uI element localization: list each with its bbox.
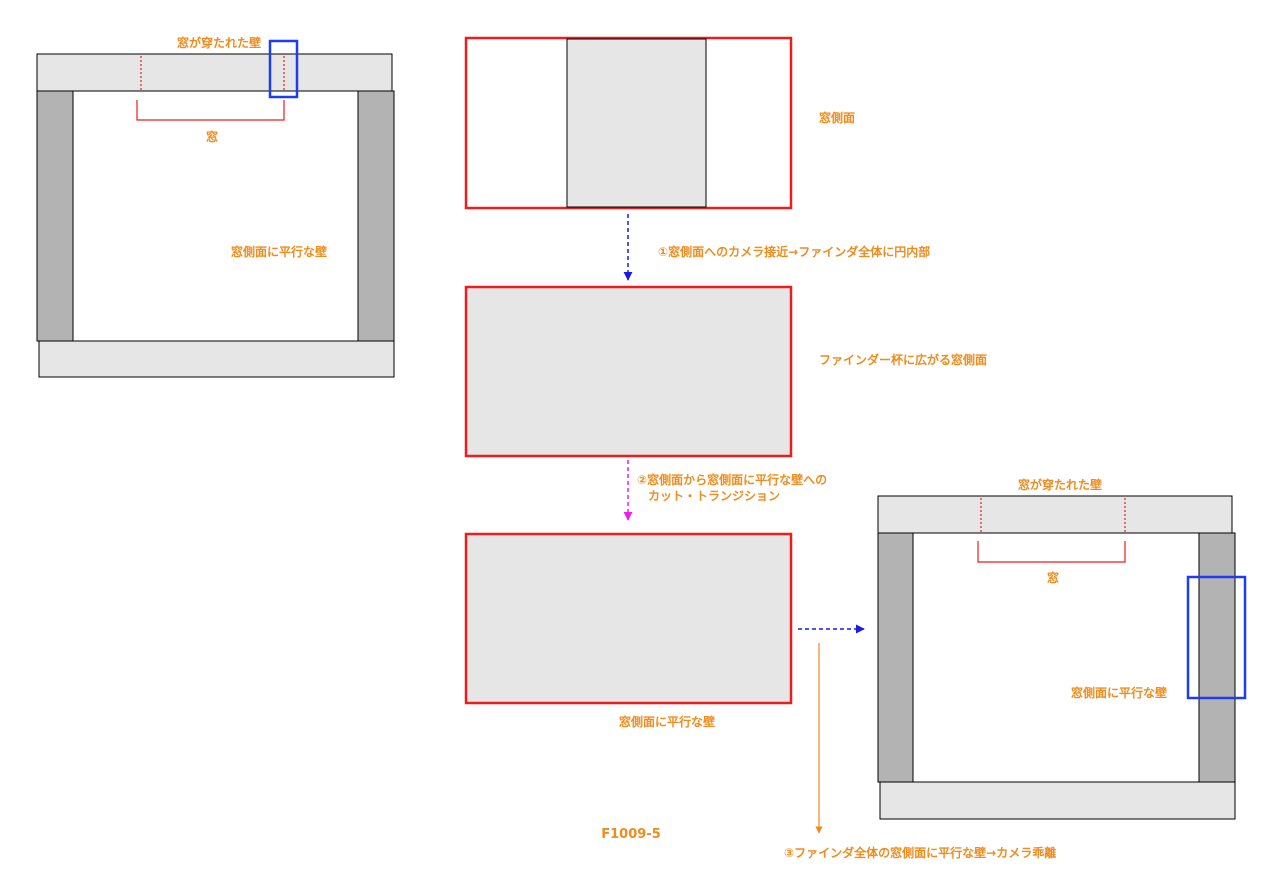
- right-wall: [357, 90, 395, 342]
- label-window: 窓: [206, 129, 218, 144]
- window-bracket: [136, 100, 285, 121]
- label-step-1: ①窓側面へのカメラ接近→ファインダ全体に円内部: [658, 244, 930, 259]
- label-parallel-wall: 窓側面に平行な壁: [231, 244, 327, 259]
- left-wall: [36, 90, 74, 342]
- label-pierced-wall: 窓が穿たれた壁: [177, 35, 261, 50]
- room-diagram-right: 窓が穿たれた壁 窓 窓側面に平行な壁: [877, 477, 1247, 820]
- frame-2-border: [464, 285, 793, 458]
- right-wall: [1198, 532, 1236, 783]
- frame-3-border: [464, 532, 793, 705]
- floor-area: [877, 532, 1236, 783]
- bottom-wall: [879, 781, 1236, 820]
- label-frame-3-parallel-wall: 窓側面に平行な壁: [619, 714, 715, 729]
- frame-parallel-wall: 窓側面に平行な壁: [464, 532, 793, 729]
- top-wall: [877, 495, 1233, 534]
- camera-focus-box: [268, 39, 299, 99]
- frame-finder-full: ファインダー杯に広がる窓側面: [464, 285, 987, 458]
- label-pierced-wall: 窓が穿たれた壁: [1018, 477, 1102, 492]
- camera-focus-box: [1186, 575, 1247, 700]
- figure-code: F1009-5: [601, 827, 661, 842]
- label-window: 窓: [1047, 570, 1059, 585]
- top-wall: [36, 53, 393, 92]
- label-parallel-wall: 窓側面に平行な壁: [1071, 685, 1167, 700]
- window-side-panel: [566, 38, 707, 208]
- label-step-3: ③ファインダ全体の窓側面に平行な壁→カメラ乖離: [784, 845, 1056, 860]
- label-window-side: 窓側面: [819, 110, 855, 125]
- window-bracket: [977, 541, 1126, 563]
- bottom-wall: [38, 340, 395, 378]
- floor-area: [36, 90, 395, 342]
- frame-window-side: 窓側面: [464, 36, 855, 210]
- room-diagram-left: 窓が穿たれた壁 窓 窓側面に平行な壁: [36, 35, 395, 378]
- label-finder-full: ファインダー杯に広がる窓側面: [819, 352, 987, 367]
- label-step-2-line-2: カット・トランジション: [648, 489, 780, 503]
- left-wall: [877, 532, 914, 783]
- label-step-2-line-1: ②窓側面から窓側面に平行な壁への: [637, 472, 827, 487]
